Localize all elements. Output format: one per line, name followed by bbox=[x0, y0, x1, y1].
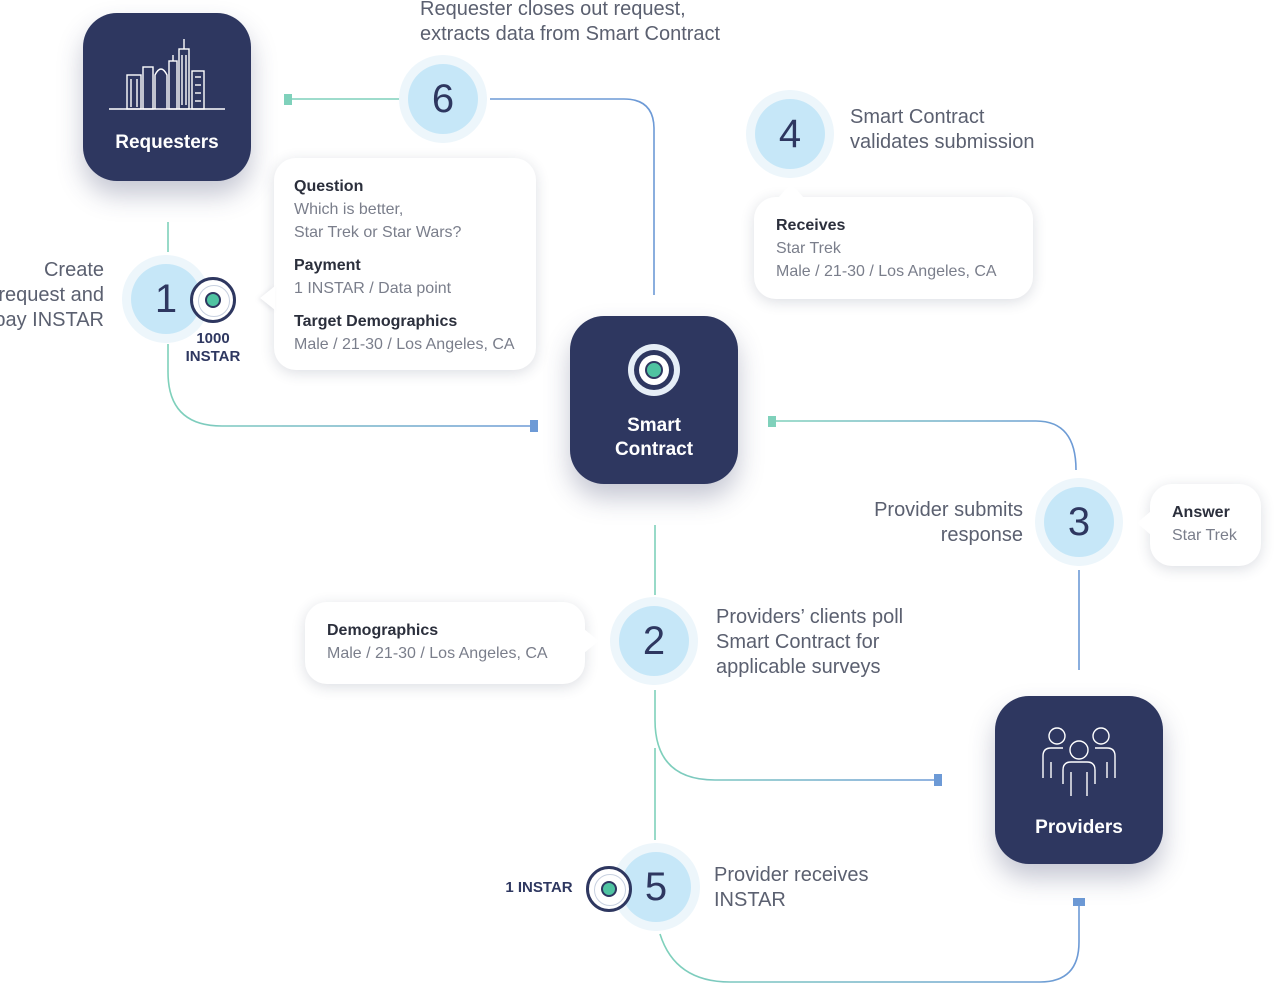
step-1-caption: Create request and pay INSTAR bbox=[0, 258, 104, 333]
smart-contract-label-line2: Contract bbox=[614, 439, 694, 460]
step-6-caption-line2: extracts data from Smart Contract bbox=[420, 23, 721, 45]
step-1-amount-value: 1000 bbox=[196, 330, 230, 347]
connector-step1-contract bbox=[167, 344, 532, 427]
answer-bubble: Answer Star Trek bbox=[1150, 484, 1261, 566]
step-4-caption-line2: validates submission bbox=[850, 131, 1035, 153]
target-demographics-value: Male / 21-30 / Los Angeles, CA bbox=[294, 336, 515, 353]
target-demographics-title: Target Demographics bbox=[294, 313, 458, 330]
step-3-circle: 3 bbox=[1035, 478, 1123, 566]
step-1-caption-line1: Create bbox=[43, 259, 104, 281]
step-2-caption: Providers’ clients poll Smart Contract f… bbox=[716, 605, 903, 680]
step-1-caption-line2: request and bbox=[0, 284, 104, 306]
step-1-number: 1 bbox=[131, 264, 201, 334]
step-2-number: 2 bbox=[619, 606, 689, 676]
connector-step5-providers bbox=[659, 905, 1080, 983]
step-4-caption: Smart Contract validates submission bbox=[850, 105, 1035, 155]
people-group-icon bbox=[1042, 727, 1116, 796]
demographics-title: Demographics bbox=[327, 622, 439, 639]
step-6-caption-line1: Requester closes out request, bbox=[420, 0, 686, 20]
connector-step2-providers bbox=[654, 690, 938, 781]
requesters-label: Requesters bbox=[115, 132, 219, 153]
step-3-number: 3 bbox=[1044, 487, 1114, 557]
step-5-amount: 1 INSTAR bbox=[505, 879, 573, 896]
step-5-circle: 5 bbox=[612, 843, 700, 931]
step-2-circle: 2 bbox=[610, 597, 698, 685]
question-line2: Star Trek or Star Wars? bbox=[294, 224, 462, 241]
payment-title: Payment bbox=[294, 257, 361, 274]
question-title: Question bbox=[294, 178, 364, 195]
smart-contract-node[interactable]: Smart Contract bbox=[570, 316, 738, 484]
connector-step6-contract bbox=[490, 98, 655, 295]
step-2-caption-line3: applicable surveys bbox=[716, 656, 881, 678]
demographics-value: Male / 21-30 / Los Angeles, CA bbox=[327, 645, 548, 662]
step-5-caption-line1: Provider receives bbox=[714, 864, 869, 886]
request-details-bubble: Question Which is better, Star Trek or S… bbox=[274, 158, 536, 370]
step-1-amount-unit: INSTAR bbox=[185, 348, 241, 365]
instar-coin-icon bbox=[190, 277, 236, 323]
providers-label: Providers bbox=[1035, 817, 1123, 838]
instar-coin-icon bbox=[586, 866, 632, 912]
receives-demographics: Male / 21-30 / Los Angeles, CA bbox=[776, 263, 997, 280]
payment-value: 1 INSTAR / Data point bbox=[294, 280, 452, 297]
step-6-caption: Requester closes out request, extracts d… bbox=[420, 0, 720, 47]
step-5-caption-line2: INSTAR bbox=[714, 889, 786, 911]
step-3-caption-line1: Provider submits bbox=[874, 499, 1023, 521]
connector-step3-contract bbox=[774, 420, 1077, 471]
receives-bubble-pointer bbox=[778, 183, 804, 198]
step-1-caption-line3: pay INSTAR bbox=[0, 309, 104, 331]
demographics-bubble-pointer bbox=[584, 629, 599, 653]
connector-end-contract-right bbox=[768, 416, 776, 427]
step-3-caption: Provider submits response bbox=[874, 498, 1023, 548]
smart-contract-label: Smart Contract bbox=[570, 414, 738, 462]
step-2-caption-line1: Providers’ clients poll bbox=[716, 606, 904, 628]
connector-end-requesters bbox=[284, 94, 292, 105]
step-5-number: 5 bbox=[621, 852, 691, 922]
receives-answer: Star Trek bbox=[776, 240, 841, 257]
city-skyline-icon bbox=[109, 39, 225, 110]
receives-bubble: Receives Star Trek Male / 21-30 / Los An… bbox=[754, 197, 1033, 299]
providers-node[interactable]: Providers bbox=[995, 696, 1163, 864]
connector-end-providers-bottom bbox=[1073, 898, 1085, 906]
step-3-caption-line2: response bbox=[940, 524, 1023, 546]
demographics-bubble: Demographics Male / 21-30 / Los Angeles,… bbox=[305, 602, 585, 684]
connector-end-providers bbox=[934, 774, 942, 786]
answer-value: Star Trek bbox=[1172, 527, 1237, 544]
step-4-caption-line1: Smart Contract bbox=[850, 106, 985, 128]
answer-title: Answer bbox=[1172, 504, 1230, 521]
smart-contract-label-line1: Smart bbox=[627, 415, 681, 436]
step-1-amount: 1000 INSTAR bbox=[178, 330, 248, 366]
step-5-caption: Provider receives INSTAR bbox=[714, 863, 869, 913]
step-4-number: 4 bbox=[755, 99, 825, 169]
request-bubble-pointer bbox=[260, 286, 275, 310]
step-2-caption-line2: Smart Contract for bbox=[716, 631, 880, 653]
step-4-circle: 4 bbox=[746, 90, 834, 178]
step-6-number: 6 bbox=[408, 64, 478, 134]
requesters-node[interactable]: Requesters bbox=[83, 13, 251, 181]
receives-title: Receives bbox=[776, 217, 846, 234]
answer-bubble-pointer bbox=[1137, 511, 1151, 535]
connector-end-contract bbox=[530, 420, 538, 432]
smart-contract-token-icon bbox=[628, 344, 680, 396]
step-6-circle: 6 bbox=[399, 55, 487, 143]
question-line1: Which is better, bbox=[294, 201, 404, 218]
